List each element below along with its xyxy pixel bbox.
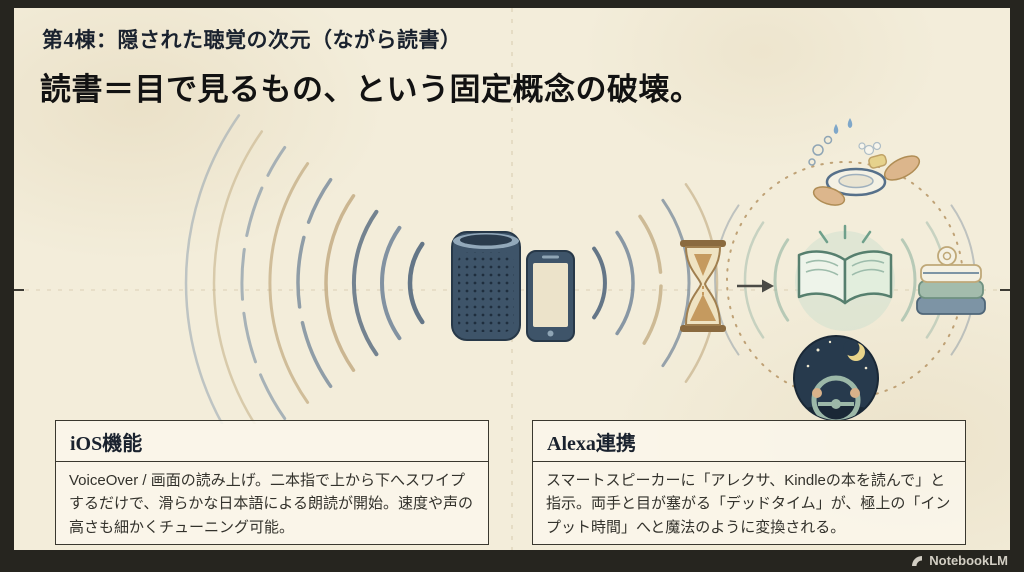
notebooklm-brand: NotebookLM bbox=[910, 552, 1008, 569]
folded-laundry-icon bbox=[916, 246, 986, 315]
washing-dishes-icon bbox=[808, 118, 921, 206]
notebooklm-logo-icon bbox=[912, 555, 923, 566]
page-title: 読書＝目で見るもの、という固定概念の破壊。 bbox=[40, 72, 702, 107]
arrow-right-icon bbox=[737, 279, 774, 293]
card-ios: iOS機能 VoiceOver / 画面の読み上げ。二本指で上から下へスワイプす… bbox=[55, 420, 489, 545]
sound-waves-right bbox=[592, 183, 719, 383]
card-alexa-title: Alexa連携 bbox=[533, 421, 965, 462]
smart-speaker-icon bbox=[451, 231, 521, 341]
open-book-icon bbox=[795, 224, 895, 331]
smartphone-icon bbox=[526, 250, 575, 342]
brand-label: NotebookLM bbox=[929, 553, 1008, 568]
hourglass-icon bbox=[680, 240, 726, 332]
card-alexa: Alexa連携 スマートスピーカーに「アレクサ、Kindleの本を読んで」と指示… bbox=[532, 420, 966, 545]
card-ios-title: iOS機能 bbox=[56, 421, 488, 462]
card-alexa-body: スマートスピーカーに「アレクサ、Kindleの本を読んで」と指示。両手と目が塞が… bbox=[546, 472, 951, 536]
night-driving-icon bbox=[793, 335, 879, 421]
card-ios-body: VoiceOver / 画面の読み上げ。二本指で上から下へスワイプするだけで、滑… bbox=[69, 472, 473, 536]
sound-waves-left bbox=[184, 114, 425, 424]
kicker: 第4棟：隠された聴覚の次元（ながら読書） bbox=[42, 28, 462, 52]
